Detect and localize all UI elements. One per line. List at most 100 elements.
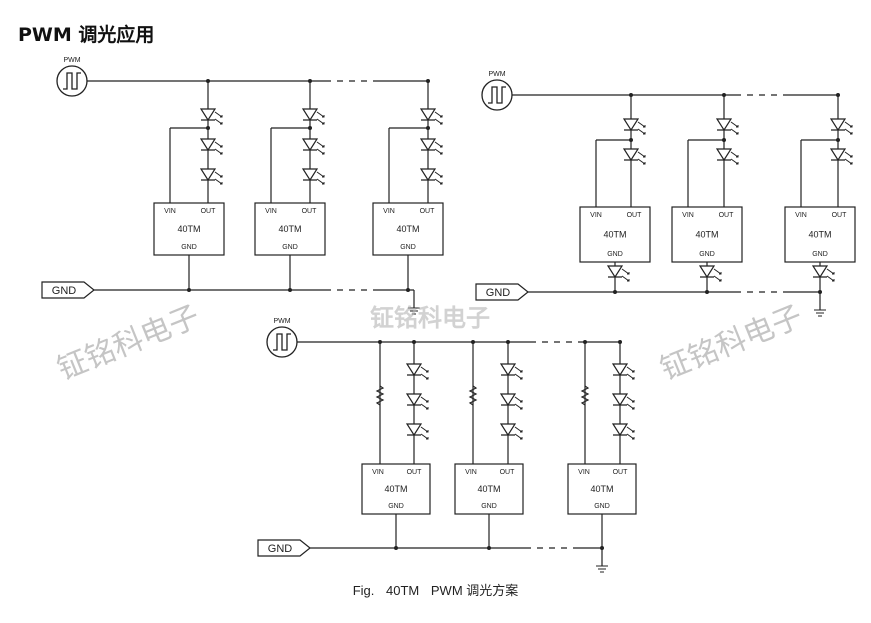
light-arrows-icon [434, 111, 443, 125]
led-icon [199, 138, 217, 152]
led-icon [829, 148, 847, 162]
pin-vin-label: VIN [795, 212, 807, 219]
light-arrows-icon [637, 121, 646, 135]
light-arrows-icon [713, 268, 722, 282]
led-icon [301, 138, 319, 152]
pin-gnd-label: GND [400, 244, 416, 251]
light-arrows-icon [514, 426, 523, 440]
chip-40tm [361, 463, 431, 515]
chip-40tm [153, 202, 225, 256]
light-arrows-icon [730, 121, 739, 135]
square-wave-icon [63, 72, 81, 90]
junction-dot [187, 288, 191, 292]
caption-text: PWM 调光方案 [430, 583, 519, 598]
led-icon [611, 363, 629, 377]
light-arrows-icon [621, 268, 630, 282]
chip-name-label: 40TM [590, 484, 613, 494]
pin-vin-label: VIN [590, 212, 602, 219]
led-icon [715, 148, 733, 162]
led-icon [611, 393, 629, 407]
pin-out-label: OUT [201, 208, 217, 215]
watermark-center: 钲铭科电子 [370, 304, 490, 332]
square-wave-icon [488, 86, 506, 104]
light-arrows-icon [514, 366, 523, 380]
led-icon [622, 118, 640, 132]
chip-40tm [372, 202, 444, 256]
chip-name-label: 40TM [278, 224, 301, 234]
light-arrows-icon [730, 151, 739, 165]
pin-out-label: OUT [500, 469, 516, 476]
pin-gnd-label: GND [181, 244, 197, 251]
pin-vin-label: VIN [578, 469, 590, 476]
led-icon [606, 265, 624, 279]
chip-name-label: 40TM [396, 224, 419, 234]
resistor-icon [375, 385, 385, 406]
caption-fig: Fig. [352, 583, 375, 598]
chip-40tm [671, 206, 743, 263]
resistor-icon [468, 385, 478, 406]
led-icon [199, 168, 217, 182]
led-icon [499, 363, 517, 377]
light-arrows-icon [626, 366, 635, 380]
pin-out-label: OUT [719, 212, 735, 219]
led-icon [811, 265, 829, 279]
led-icon [301, 108, 319, 122]
pin-out-label: OUT [613, 469, 629, 476]
junction-dot [288, 288, 292, 292]
junction-dot [613, 290, 617, 294]
light-arrows-icon [316, 141, 325, 155]
led-icon [715, 118, 733, 132]
light-arrows-icon [420, 366, 429, 380]
pin-out-label: OUT [832, 212, 848, 219]
ground-icon [814, 309, 826, 317]
led-icon [419, 108, 437, 122]
light-arrows-icon [844, 121, 853, 135]
pin-out-label: OUT [407, 469, 423, 476]
chip-40tm [567, 463, 637, 515]
chip-name-label: 40TM [808, 230, 831, 240]
gnd-port-label: GND [268, 543, 293, 555]
pwm-label: PWM [488, 71, 505, 78]
light-arrows-icon [637, 151, 646, 165]
light-arrows-icon [844, 151, 853, 165]
junction-dot [406, 288, 410, 292]
led-icon [199, 108, 217, 122]
light-arrows-icon [214, 111, 223, 125]
chip-40tm [254, 202, 326, 256]
light-arrows-icon [434, 171, 443, 185]
pin-vin-label: VIN [682, 212, 694, 219]
pin-gnd-label: GND [812, 251, 828, 258]
light-arrows-icon [626, 426, 635, 440]
pin-vin-label: VIN [265, 208, 277, 215]
chip-name-label: 40TM [695, 230, 718, 240]
led-icon [829, 118, 847, 132]
pin-vin-label: VIN [383, 208, 395, 215]
led-icon [301, 168, 319, 182]
led-icon [698, 265, 716, 279]
caption-chip: 40TM [386, 583, 420, 598]
gnd-port [257, 539, 311, 557]
pwm-label: PWM [273, 318, 290, 325]
pin-gnd-label: GND [607, 251, 623, 258]
pin-out-label: OUT [627, 212, 643, 219]
chip-name-label: 40TM [384, 484, 407, 494]
led-icon [419, 138, 437, 152]
light-arrows-icon [316, 171, 325, 185]
pin-gnd-label: GND [699, 251, 715, 258]
chip-40tm [454, 463, 524, 515]
led-icon [405, 393, 423, 407]
light-arrows-icon [420, 396, 429, 410]
led-icon [405, 363, 423, 377]
pwm-label: PWM [63, 57, 80, 64]
resistor-icon [580, 385, 590, 406]
page-title: PWM 调光应用 [18, 24, 155, 46]
gnd-port-label: GND [486, 287, 511, 299]
led-icon [405, 423, 423, 437]
square-wave-icon [273, 333, 291, 351]
pin-gnd-label: GND [388, 503, 404, 510]
pin-vin-label: VIN [372, 469, 384, 476]
pin-out-label: OUT [302, 208, 318, 215]
light-arrows-icon [434, 141, 443, 155]
ground-icon [408, 307, 420, 315]
